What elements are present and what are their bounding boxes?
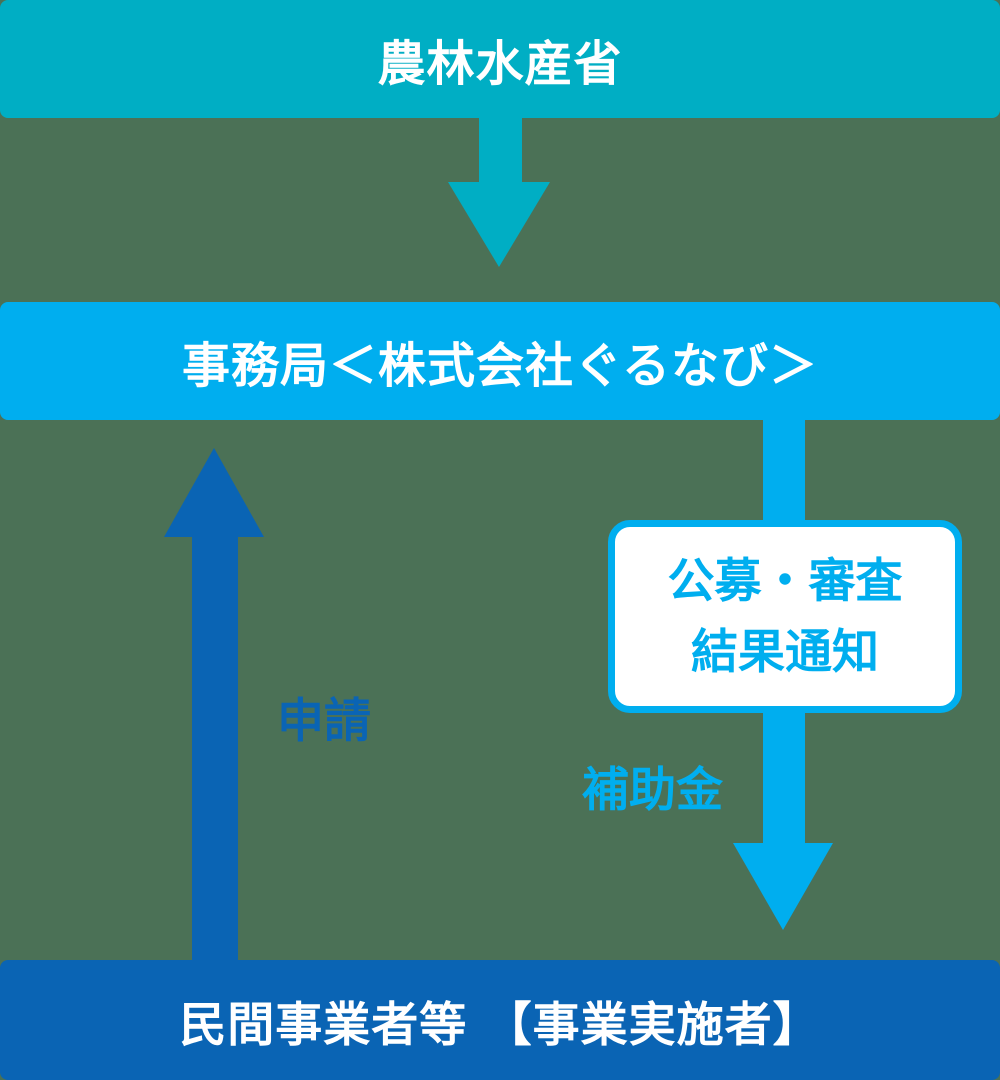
maff-box: 農林水産省 xyxy=(0,0,1000,118)
blue-up-arrow-head-icon xyxy=(164,448,264,537)
subsidy-label: 補助金 xyxy=(582,763,723,818)
secretariat-box: 事務局＜株式会社ぐるなび＞ xyxy=(0,302,1000,420)
blue-up-arrow-icon xyxy=(192,535,238,960)
private-operators-box: 民間事業者等 【事業実施者】 xyxy=(0,960,1000,1080)
secretariat-box-label: 事務局＜株式会社ぐるなび＞ xyxy=(181,338,819,394)
application-label: 申請 xyxy=(277,694,371,749)
azure-down-arrow-head-icon xyxy=(733,843,833,930)
private-operators-box-label: 民間事業者等 【事業実施者】 xyxy=(179,997,821,1053)
teal-down-arrow-head-icon xyxy=(448,182,550,267)
notice-box-line1: 公募・審査 xyxy=(667,553,903,609)
teal-down-arrow-icon xyxy=(479,118,522,184)
maff-box-label: 農林水産省 xyxy=(377,36,623,92)
notice-box: 公募・審査 結果通知 xyxy=(608,520,962,713)
notice-box-line2: 結果通知 xyxy=(691,624,879,680)
